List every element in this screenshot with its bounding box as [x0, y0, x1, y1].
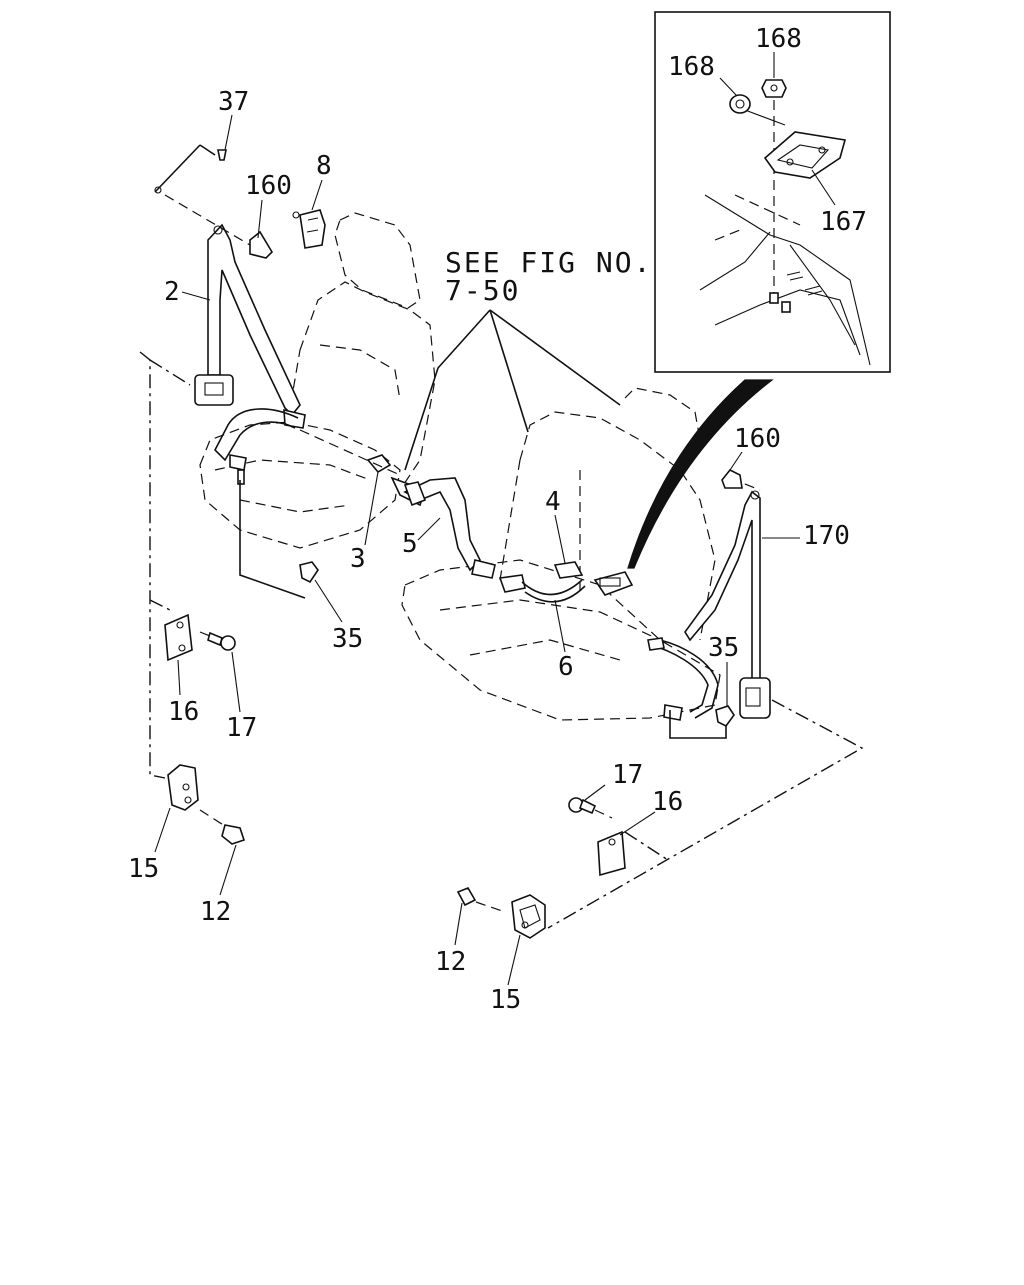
right-seat-cushion: [401, 559, 721, 721]
callout-15-left: 15: [128, 854, 159, 884]
callout-4: 4: [545, 487, 561, 517]
callout-168-side: 168: [668, 52, 715, 82]
nut-168-side: [729, 94, 751, 114]
bracket-167: [763, 131, 847, 179]
ref-note-leader: [404, 309, 491, 471]
inset-frame: [654, 11, 891, 373]
right-lap-strap: [649, 644, 709, 713]
escutcheon-15-right: [511, 894, 546, 939]
anchor-bolt-37: [154, 144, 251, 246]
inset-contour: [714, 289, 861, 356]
callout-15-right: 15: [490, 985, 521, 1015]
left-retractor: [194, 374, 234, 406]
bolt-12-left: [199, 809, 246, 845]
inset-hidden-line: [734, 194, 801, 226]
callout-16-left: 16: [168, 697, 199, 727]
callout-8: 8: [316, 151, 332, 181]
ref-note-line1: SEE FIG NO.: [445, 246, 652, 279]
inset-contour: [699, 231, 771, 291]
ref-frame-right: [624, 831, 669, 861]
callout-167: 167: [820, 207, 867, 237]
ref-note-leader: [489, 309, 529, 433]
ref-frame-left: [149, 599, 171, 611]
callout-37: 37: [218, 87, 249, 117]
left-seat-backrest: [319, 344, 401, 401]
buckle-4: [553, 561, 584, 579]
left-seat-cushion: [199, 421, 401, 549]
screw-17-right: [568, 797, 613, 819]
center-belt-6: [498, 574, 586, 603]
cover-160-left: [249, 230, 274, 259]
left-lap-strap: [214, 408, 299, 462]
clip-35-right: [715, 705, 735, 728]
right-seat-backrest: [499, 459, 521, 581]
left-seat-headrest: [334, 212, 421, 309]
leader-167: [811, 169, 836, 206]
right-belt-assembly-170: [647, 477, 771, 721]
right-seat-cushion: [469, 639, 621, 661]
right-seat-headrest: [624, 387, 701, 456]
detail-pointer-wedge: [627, 379, 774, 569]
ref-frame-right: [547, 699, 864, 929]
callout-6: 6: [558, 652, 574, 682]
floor-studs: [769, 271, 823, 313]
callout-160-left: 160: [245, 171, 292, 201]
callout-35-right: 35: [708, 633, 739, 663]
center-belt-5: [403, 477, 496, 579]
inset-hidden-line: [714, 229, 741, 241]
callout-16-right: 16: [652, 787, 683, 817]
inset-bolt-axis: [744, 109, 786, 126]
callout-170: 170: [803, 521, 850, 551]
callout-168-top: 168: [755, 24, 802, 54]
callout-3: 3: [350, 544, 366, 574]
ref-note-line2: 7-50: [445, 274, 520, 307]
right-seat-buckle: [593, 571, 634, 596]
right-seat-cushion: [439, 599, 661, 641]
callout-17-right: 17: [612, 760, 643, 790]
bracket-line-right: [669, 710, 727, 739]
bolt-12-right: [456, 887, 506, 913]
left-seat-cushion: [239, 499, 351, 513]
right-retractor: [739, 677, 771, 719]
callout-12-right: 12: [435, 947, 466, 977]
plate-16-right: [597, 830, 626, 877]
callout-2: 2: [164, 277, 180, 307]
callout-12-left: 12: [200, 897, 231, 927]
inset-detail: [654, 11, 891, 373]
bracket-line-left: [239, 480, 306, 599]
escutcheon-15-left: [167, 764, 199, 811]
callout-35-left: 35: [332, 624, 363, 654]
callout-17-left: 17: [226, 713, 257, 743]
belt-guide-8: [292, 209, 326, 249]
callout-leaders: [154, 114, 800, 986]
left-seat-backrest: [299, 281, 436, 491]
inset-contour: [704, 194, 871, 366]
screw-17-left: [199, 631, 236, 651]
cover-160-right: [721, 468, 743, 489]
ref-note-leader: [489, 309, 621, 406]
inset-contour: [789, 244, 856, 346]
callout-5: 5: [402, 529, 418, 559]
ref-frame-left: [149, 359, 191, 386]
ref-frame-left: [139, 351, 166, 779]
clip-35-left: [299, 561, 319, 584]
left-seat-backrest: [287, 349, 301, 421]
leader-168b: [719, 77, 738, 97]
plate-16-left: [164, 613, 193, 662]
callout-160-right: 160: [734, 424, 781, 454]
left-belt-assembly-2: [194, 223, 306, 485]
nut-168-top: [761, 79, 787, 98]
